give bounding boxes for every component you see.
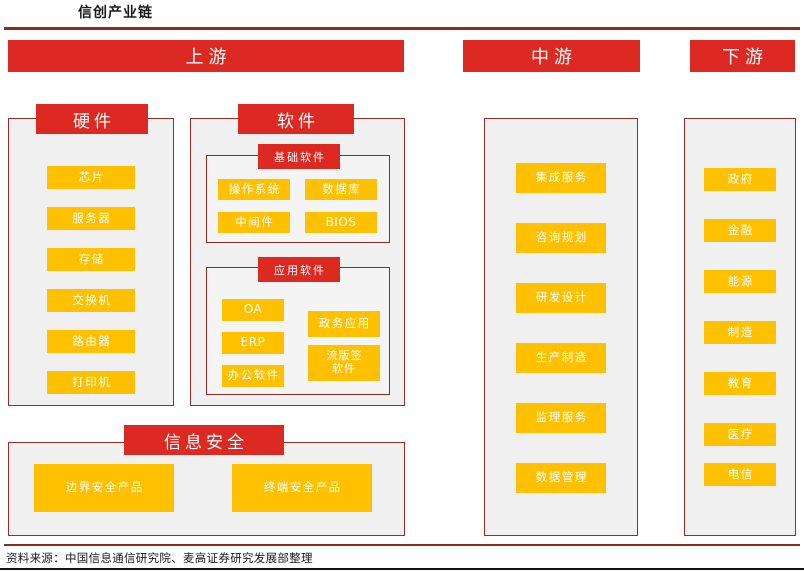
item-basic-software-3: BIOS — [305, 212, 377, 233]
item-downstream-0: 政府 — [704, 168, 776, 191]
panel-label-application-software: 应用软件 — [258, 257, 340, 282]
panel-label-basic-software: 基础软件 — [258, 144, 340, 169]
page-title: 信创产业链 — [78, 5, 153, 21]
item-downstream-2: 能源 — [704, 270, 776, 293]
item-basic-software-2: 中间件 — [218, 212, 290, 233]
top-divider — [4, 27, 800, 30]
item-app-software-3: 政务应用 — [308, 311, 380, 337]
stage-header-upstream: 上游 — [8, 40, 404, 72]
footer-rule — [0, 568, 804, 570]
item-hardware-2: 存储 — [47, 248, 135, 271]
item-downstream-3: 制造 — [704, 321, 776, 344]
bottom-divider — [4, 544, 800, 546]
item-security-0: 边界安全产品 — [34, 464, 174, 512]
item-downstream-6: 电信 — [704, 463, 776, 486]
source-note: 资料来源：中国信息通信研究院、麦高证券研究发展部整理 — [6, 551, 313, 565]
item-app-software-2: 办公软件 — [222, 365, 284, 387]
item-basic-software-0: 操作系统 — [218, 179, 290, 200]
stage-header-downstream: 下游 — [690, 40, 795, 72]
item-app-software-4: 流版签 软件 — [308, 345, 380, 381]
item-hardware-5: 打印机 — [47, 371, 135, 394]
panel-label-hardware: 硬件 — [36, 104, 148, 134]
item-midstream-0: 集成服务 — [516, 163, 606, 193]
item-midstream-3: 生产制造 — [516, 343, 606, 373]
panel-label-information-security: 信息安全 — [124, 425, 284, 455]
item-security-1: 终端安全产品 — [232, 464, 372, 512]
item-midstream-2: 研发设计 — [516, 283, 606, 313]
item-hardware-3: 交换机 — [47, 289, 135, 312]
item-midstream-1: 咨询规划 — [516, 223, 606, 253]
item-app-software-1: ERP — [222, 332, 284, 354]
stage-header-midstream: 中游 — [463, 40, 640, 72]
item-downstream-4: 教育 — [704, 372, 776, 395]
item-basic-software-1: 数据库 — [305, 179, 377, 200]
item-midstream-4: 监理服务 — [516, 403, 606, 433]
item-hardware-4: 路由器 — [47, 330, 135, 353]
item-midstream-5: 数据管理 — [516, 463, 606, 493]
item-downstream-1: 金融 — [704, 219, 776, 242]
item-hardware-1: 服务器 — [47, 207, 135, 230]
item-app-software-0: OA — [222, 299, 284, 321]
panel-label-software: 软件 — [238, 104, 354, 134]
item-hardware-0: 芯片 — [47, 166, 135, 189]
item-downstream-5: 医疗 — [704, 423, 776, 446]
